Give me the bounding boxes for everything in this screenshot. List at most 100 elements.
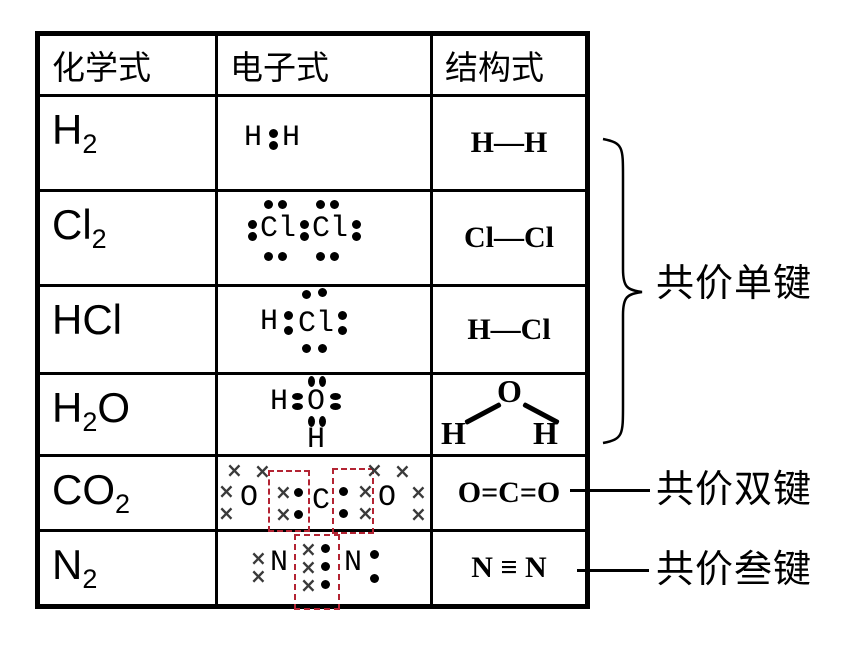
structure-co2: O=C=O bbox=[433, 457, 585, 529]
shared-pair-box bbox=[268, 470, 310, 532]
electron-dot bbox=[278, 200, 287, 209]
formula-text: O bbox=[97, 384, 131, 431]
double-bond-connector-line bbox=[570, 489, 650, 492]
shared-pair-box bbox=[294, 534, 340, 610]
atom-label-h: H bbox=[260, 305, 279, 339]
electron-dot bbox=[338, 311, 347, 320]
electron-cross: × bbox=[300, 555, 317, 579]
electron-dot bbox=[292, 393, 303, 400]
header-electron-formula: 电子式 bbox=[218, 36, 433, 94]
electron-dot bbox=[294, 510, 303, 519]
electron-dot bbox=[278, 252, 287, 261]
atom-label-h: H bbox=[533, 415, 558, 451]
electron-diagram: ××××O××C××××O×× bbox=[218, 457, 430, 534]
electron-formula-n2: ××N×××N bbox=[218, 532, 433, 610]
label-covalent-single-bond: 共价单键 bbox=[656, 263, 813, 305]
electron-dot bbox=[308, 416, 315, 427]
formula-subscript: 2 bbox=[82, 407, 98, 437]
structure-hcl: H—Cl bbox=[433, 287, 585, 372]
formula-subscript: 2 bbox=[91, 224, 107, 254]
formula-text: Cl bbox=[52, 201, 92, 248]
formula-n2: N2 bbox=[40, 532, 218, 604]
electron-dot bbox=[321, 544, 330, 553]
electron-dot bbox=[264, 200, 273, 209]
atom-label-h: H bbox=[441, 415, 466, 451]
formula-text: CO bbox=[52, 466, 115, 513]
electron-cross: × bbox=[357, 501, 374, 525]
structural-formula-text: O=C=O bbox=[457, 476, 561, 509]
atom-label-cl: Cl bbox=[260, 212, 297, 246]
formula-hcl: HCl bbox=[40, 287, 218, 372]
electron-dot bbox=[248, 220, 257, 229]
shared-pair-box bbox=[332, 468, 374, 534]
electron-dot bbox=[339, 487, 348, 496]
electron-dot bbox=[300, 220, 309, 229]
atom-label-n: N bbox=[270, 546, 289, 580]
header-structural-formula: 结构式 bbox=[445, 51, 544, 87]
electron-dot bbox=[330, 403, 341, 410]
formula-subscript: 2 bbox=[115, 489, 131, 519]
atom-label-o: O bbox=[378, 481, 397, 515]
electron-dot bbox=[352, 232, 361, 241]
electron-dot bbox=[318, 344, 327, 353]
electron-cross: × bbox=[300, 537, 317, 561]
formula-cl2: Cl2 bbox=[40, 192, 218, 284]
structure-n2: N ≡ N bbox=[433, 532, 585, 604]
electron-dot bbox=[308, 376, 315, 387]
electron-dot bbox=[338, 326, 347, 335]
electron-dot bbox=[321, 580, 330, 589]
electron-cross: × bbox=[275, 502, 292, 526]
electron-diagram: ××N×××N bbox=[218, 532, 430, 610]
structural-formula-text: H—H bbox=[470, 126, 548, 159]
formula-h2: H2 bbox=[40, 97, 218, 189]
electron-dot bbox=[319, 416, 326, 427]
electron-dot bbox=[319, 376, 326, 387]
electron-formula-hcl: H Cl bbox=[218, 287, 433, 372]
electron-dot bbox=[352, 220, 361, 229]
electron-dot bbox=[294, 488, 303, 497]
electron-dot bbox=[330, 393, 341, 400]
table-header-row: 化学式 电子式 结构式 bbox=[40, 36, 585, 97]
electron-cross: × bbox=[226, 458, 243, 482]
header-chemical-formula: 化学式 bbox=[40, 36, 218, 94]
formula-co2: CO2 bbox=[40, 457, 218, 529]
electron-dot bbox=[330, 252, 339, 261]
formula-subscript: 2 bbox=[82, 564, 98, 594]
electron-dot bbox=[269, 129, 278, 138]
electron-dot bbox=[302, 344, 311, 353]
electron-formula-co2: ××××O××C××××O×× bbox=[218, 457, 433, 534]
label-covalent-double-bond: 共价双键 bbox=[656, 469, 813, 511]
electron-cross: × bbox=[394, 459, 411, 483]
triple-bond-connector-line bbox=[577, 569, 649, 572]
structural-formula-text: Cl—Cl bbox=[464, 221, 554, 254]
formula-text: HCl bbox=[52, 296, 122, 343]
electron-dot bbox=[264, 252, 273, 261]
atom-label-cl: Cl bbox=[298, 307, 335, 341]
formula-text: H bbox=[52, 384, 83, 431]
atom-label-n: N bbox=[344, 546, 363, 580]
bond-line bbox=[464, 401, 502, 426]
atom-label-o: O bbox=[240, 481, 259, 515]
electron-cross: × bbox=[218, 479, 235, 503]
electron-cross: × bbox=[250, 546, 267, 570]
electron-cross: × bbox=[218, 501, 235, 525]
structural-formula-text: N ≡ N bbox=[471, 551, 547, 584]
atom-label-h: H bbox=[244, 121, 263, 155]
electron-dot bbox=[370, 574, 379, 583]
atom-label-h: H bbox=[307, 423, 326, 457]
electron-dot bbox=[300, 232, 309, 241]
formula-subscript: 2 bbox=[82, 129, 98, 159]
electron-cross: × bbox=[357, 479, 374, 503]
atom-label-o: O bbox=[497, 373, 522, 409]
